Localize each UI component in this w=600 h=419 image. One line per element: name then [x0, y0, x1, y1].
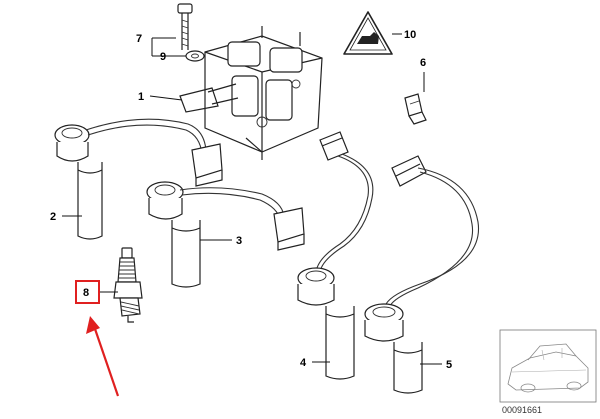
ignition-coil[interactable]	[179, 26, 323, 160]
highlight-arrow	[92, 325, 120, 397]
spark-plug[interactable]	[113, 247, 143, 323]
callout-3: 3	[236, 235, 242, 247]
warning-triangle-icon	[343, 11, 393, 55]
cable-clip[interactable]	[404, 93, 427, 125]
ignition-lead-4[interactable]	[297, 131, 374, 380]
callout-10: 10	[404, 29, 416, 41]
callout-8: 8	[83, 287, 89, 299]
washer[interactable]	[185, 50, 205, 62]
ignition-lead-5[interactable]	[364, 155, 480, 394]
callout-7: 7	[136, 33, 142, 45]
callout-9: 9	[160, 51, 166, 63]
ignition-lead-2[interactable]	[54, 118, 223, 240]
highlight-annotation	[75, 280, 120, 397]
callout-6: 6	[420, 57, 426, 69]
leader-lines	[62, 33, 442, 365]
bolt[interactable]	[177, 3, 193, 50]
callout-2: 2	[50, 211, 56, 223]
ignition-lead-3[interactable]	[146, 181, 305, 288]
highlight-box	[75, 280, 100, 304]
vehicle-thumbnail	[499, 329, 597, 403]
catalog-number: 00091661	[502, 405, 543, 415]
callout-4: 4	[300, 357, 307, 369]
highlight-arrowhead	[86, 316, 100, 334]
callout-1: 1	[138, 91, 144, 103]
callout-5: 5	[446, 359, 452, 371]
